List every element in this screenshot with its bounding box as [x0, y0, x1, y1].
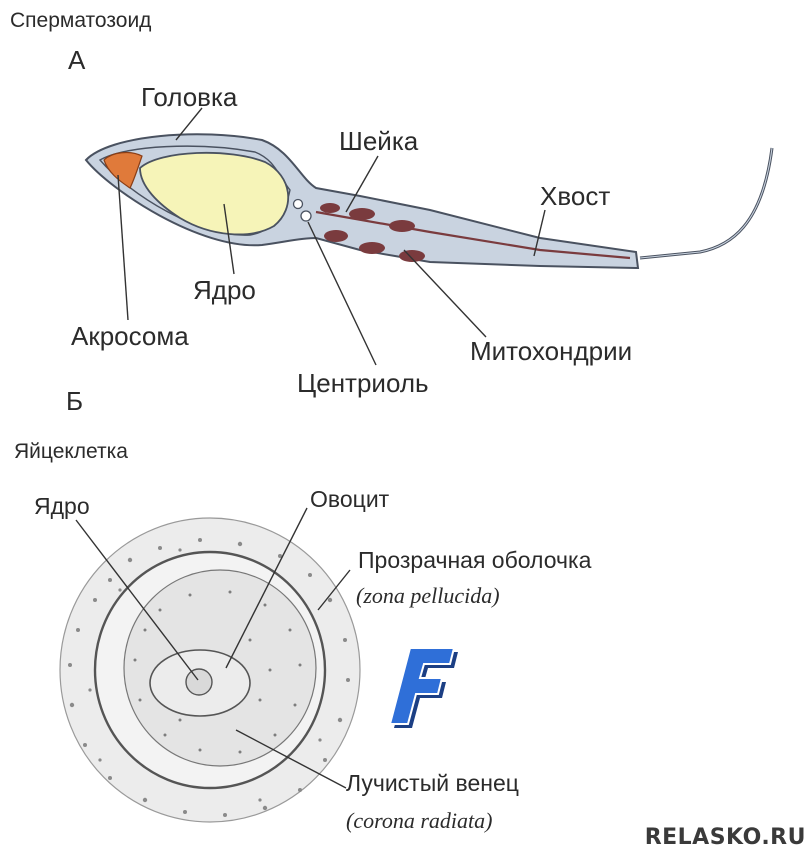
sperm-nucleus: [139, 151, 290, 236]
leader-egg-nucleus: [75, 519, 199, 681]
centriole-1: [292, 198, 304, 210]
logo-f: [388, 647, 458, 728]
label-corona: Лучистый венец: [346, 770, 519, 796]
mitochondrion: [349, 208, 375, 220]
label-mitochondria: Митохондрии: [470, 336, 633, 366]
label-zona: Прозрачная оболочка: [358, 547, 592, 573]
leader-oocyte: [225, 507, 308, 669]
leader-tail: [533, 209, 546, 257]
leader-centriole: [307, 221, 377, 366]
label-acrosome: Акросома: [71, 321, 189, 351]
mitochondrion: [389, 220, 415, 232]
oocyte-texture: [133, 590, 302, 754]
watermark: RELASKO.RU: [644, 825, 806, 850]
leader-mitochondria: [403, 249, 487, 338]
label-egg-nucleus: Ядро: [34, 493, 90, 519]
label-corona-latin: (corona radiata): [346, 808, 493, 833]
section-letter-a: А: [68, 45, 86, 75]
label-head: Головка: [141, 82, 238, 112]
label-oocyte: Овоцит: [310, 486, 390, 512]
section-letter-b: Б: [66, 386, 84, 416]
egg-nucleolus: [185, 668, 213, 696]
leader-acrosome: [117, 174, 129, 321]
logo-f-shape: [388, 647, 456, 725]
sperm-acrosome: [103, 151, 143, 189]
mitochondrion: [320, 203, 340, 213]
egg-title: Яйцеклетка: [14, 440, 128, 463]
mitochondrion: [359, 242, 385, 254]
mitochondrion: [324, 230, 348, 242]
egg-figure: [59, 517, 361, 823]
mitochondrion: [399, 250, 425, 262]
sperm-tail-end: [639, 147, 774, 260]
label-centriole: Центриоль: [297, 368, 429, 398]
sperm-title: Сперматозоид: [10, 9, 152, 32]
sperm-tail-end-inner: [639, 147, 773, 259]
sperm-figure: [84, 133, 774, 270]
leader-nucleus: [223, 203, 235, 275]
label-neck: Шейка: [339, 126, 419, 156]
leader-zona: [317, 569, 351, 611]
label-tail: Хвост: [540, 181, 611, 211]
egg-leader-lines: [75, 507, 351, 789]
label-zona-latin: (zona pellucida): [356, 583, 500, 608]
leader-neck: [345, 155, 379, 213]
leader-head: [175, 107, 203, 141]
corona-texture: [68, 538, 350, 817]
sperm-leader-lines: [117, 107, 546, 366]
label-nucleus: Ядро: [193, 275, 256, 305]
leader-corona: [235, 729, 347, 789]
centriole-2: [300, 210, 312, 222]
axial-filament: [315, 210, 631, 260]
